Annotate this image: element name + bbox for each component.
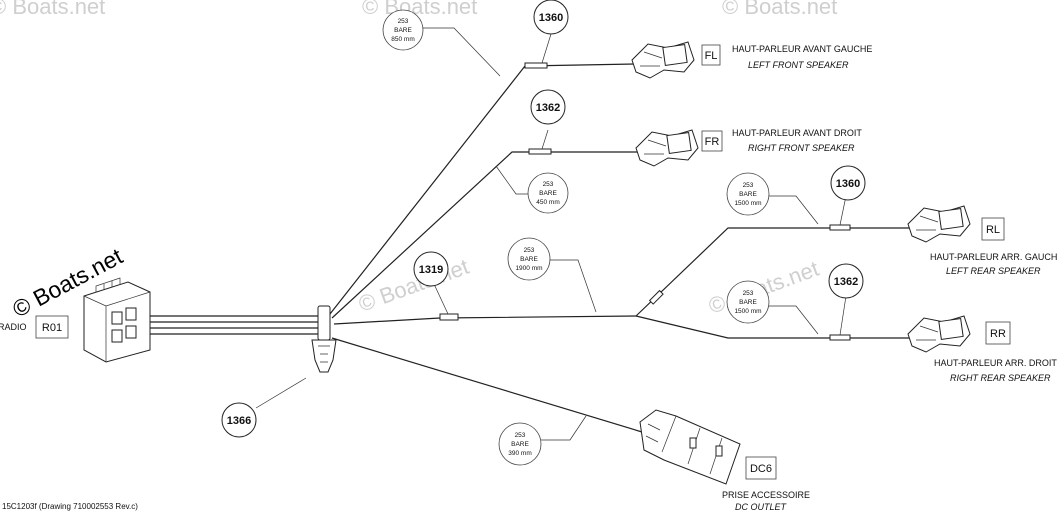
callout-number: 1360	[836, 178, 860, 190]
harness-clip	[311, 305, 337, 373]
rr-connector	[907, 315, 971, 353]
callout-1366[interactable]: 1366	[221, 402, 257, 438]
callout-number: 1360	[539, 12, 563, 24]
callout-number: 1319	[419, 264, 443, 276]
rl-code-box	[981, 217, 1005, 241]
wire-note-fr: 253 BARE 450 mm	[527, 172, 569, 214]
callout-1360-fl[interactable]: 1360	[533, 0, 569, 35]
wire-note-text: 390 mm	[508, 450, 531, 457]
callout-number: 1366	[227, 415, 251, 427]
callout-number: 1362	[536, 102, 560, 114]
wire-note-text: 1500 mm	[734, 308, 761, 315]
wire-note-text: 1500 mm	[734, 200, 761, 207]
watermark-faint: © Boats.net	[0, 0, 105, 19]
wire-note-text: BARE	[520, 256, 538, 263]
wire-note-text: BARE	[539, 190, 557, 197]
rr-label-en: RIGHT REAR SPEAKER	[950, 373, 1051, 383]
dc6-label-en: DC OUTLET	[735, 502, 788, 511]
wire-note-text: 253	[743, 182, 754, 189]
callout-1360-rl[interactable]: 1360	[830, 165, 866, 201]
wire-note-text: BARE	[511, 441, 529, 448]
dc6-code: DC6	[750, 463, 772, 475]
wire-note-text: BARE	[394, 27, 412, 34]
fr-label-fr: HAUT-PARLEUR AVANT DROIT	[732, 128, 862, 138]
fl-label-fr: HAUT-PARLEUR AVANT GAUCHE	[732, 44, 872, 54]
rl-label-fr: HAUT-PARLEUR ARR. GAUCHE	[930, 252, 1058, 262]
dc6-connector	[639, 409, 741, 485]
callout-1362-fr[interactable]: 1362	[530, 89, 566, 125]
rr-code-box	[985, 321, 1011, 345]
radio-connector	[83, 277, 151, 363]
callout-number: 1362	[834, 276, 858, 288]
wire-note-text: 1900 mm	[515, 265, 542, 272]
wire-note-dc: 253 BARE 390 mm	[498, 422, 542, 466]
dc6-code-box	[745, 456, 777, 480]
fr-connector	[635, 129, 699, 167]
watermark-faint: © Boats.net	[362, 0, 477, 19]
wire-note-text: 450 mm	[536, 199, 559, 206]
wire-note-text: 253	[398, 18, 409, 25]
wire-note-text: 253	[743, 290, 754, 297]
fl-connector	[631, 41, 695, 79]
rl-label-en: LEFT REAR SPEAKER	[946, 266, 1041, 276]
wire-note-rr: 253 BARE 1500 mm	[726, 280, 770, 324]
leader-lines	[255, 27, 847, 441]
drawing-reference: 15C1203f (Drawing 710002553 Rev.c)	[2, 502, 138, 511]
watermark-faint: © Boats.net	[355, 254, 472, 317]
wire-note-rl: 253 BARE 1500 mm	[726, 172, 770, 216]
fr-code: FR	[705, 136, 720, 148]
callout-1362-rr[interactable]: 1362	[828, 263, 864, 299]
fl-label-en: LEFT FRONT SPEAKER	[748, 60, 849, 70]
fr-label-en: RIGHT FRONT SPEAKER	[748, 143, 855, 153]
wire-note-main: 253 BARE 1900 mm	[507, 237, 551, 281]
fl-code: FL	[705, 50, 718, 62]
wire-sleeves	[439, 62, 851, 341]
wire-note-text: 850 mm	[391, 36, 414, 43]
callout-1319[interactable]: 1319	[413, 251, 449, 287]
radio-name: RADIO	[0, 322, 27, 332]
rr-code: RR	[990, 328, 1006, 340]
watermark-faint: © Boats.net	[722, 0, 837, 19]
fr-code-box	[701, 130, 723, 152]
radio-code: R01	[42, 322, 62, 334]
dc6-label-fr: PRISE ACCESSOIRE	[722, 490, 810, 500]
wire-note-fl: 253 BARE 850 mm	[382, 9, 424, 51]
rl-code: RL	[986, 224, 1000, 236]
radio-code-box	[35, 315, 69, 339]
fl-code-box	[701, 44, 721, 66]
rr-label-fr: HAUT-PARLEUR ARR. DROIT	[934, 358, 1057, 368]
rl-connector	[907, 205, 971, 243]
wire-note-text: BARE	[739, 191, 757, 198]
wire-note-text: 253	[543, 181, 554, 188]
wire-note-text: 253	[515, 432, 526, 439]
wire-note-text: 253	[524, 247, 535, 254]
wire-note-text: BARE	[739, 299, 757, 306]
